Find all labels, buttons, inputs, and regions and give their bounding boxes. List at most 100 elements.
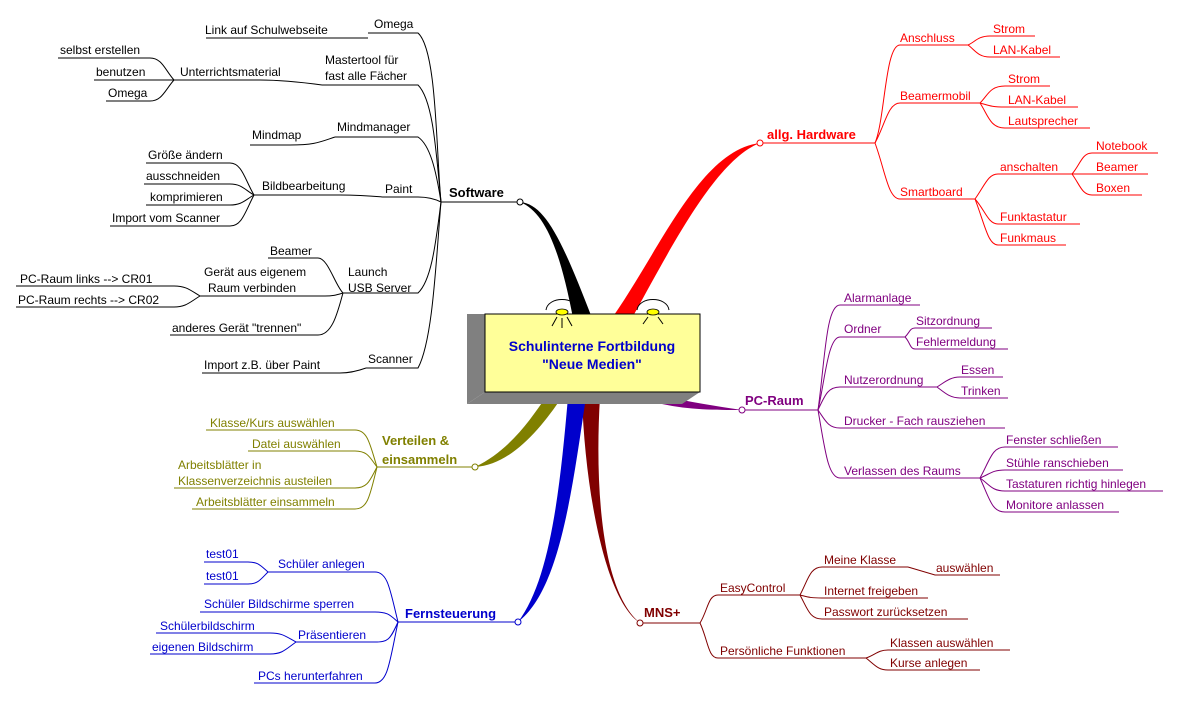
node-benutzen[interactable]: benutzen (96, 65, 145, 79)
node-import-scanner[interactable]: Import vom Scanner (112, 211, 220, 225)
fern-node-dot (514, 618, 522, 626)
node-import-paint[interactable]: Import z.B. über Paint (204, 358, 321, 372)
center-shadow-left (467, 314, 485, 404)
node-bildbearbeitung[interactable]: Bildbearbeitung (262, 179, 345, 193)
node-mastertool-2[interactable]: fast alle Fächer (325, 69, 407, 83)
node-notebook[interactable]: Notebook (1096, 139, 1148, 153)
node-fehlermeldung[interactable]: Fehlermeldung (916, 335, 996, 349)
pcraum-node-dot (738, 406, 746, 414)
node-pc-raum-links[interactable]: PC-Raum links --> CR01 (20, 272, 153, 286)
node-pc-raum-rechts[interactable]: PC-Raum rechts --> CR02 (18, 293, 159, 307)
node-funktastatur[interactable]: Funktastatur (1000, 210, 1067, 224)
node-test01-b[interactable]: test01 (206, 569, 239, 583)
node-pcs-herunterfahren[interactable]: PCs herunterfahren (258, 669, 363, 683)
fern-connector (518, 397, 586, 622)
node-beamer-launch[interactable]: Beamer (270, 244, 312, 258)
center-shadow-bottom (467, 392, 700, 404)
node-ordner[interactable]: Ordner (844, 322, 881, 336)
node-klasse-kurs-auswaehlen[interactable]: Klasse/Kurs auswählen (210, 416, 335, 430)
node-geraet-verbinden-2[interactable]: Raum verbinden (208, 281, 296, 295)
branch-software[interactable]: Software (449, 185, 504, 200)
verteilen-connector (475, 397, 562, 467)
node-beamer-smartboard[interactable]: Beamer (1096, 160, 1138, 174)
center-box (484, 313, 701, 393)
pcraum-connector (662, 396, 742, 410)
node-trinken[interactable]: Trinken (961, 384, 1001, 398)
node-anschalten[interactable]: anschalten (1000, 160, 1058, 174)
mns-node-dot (636, 619, 644, 627)
node-smartboard[interactable]: Smartboard (900, 185, 963, 199)
node-persoenliche-funktionen[interactable]: Persönliche Funktionen (720, 644, 845, 658)
node-auswaehlen[interactable]: auswählen (936, 561, 993, 575)
node-eigenen-bildschirm[interactable]: eigenen Bildschirm (152, 640, 253, 654)
node-launch-2[interactable]: USB Server (348, 281, 411, 295)
node-omega[interactable]: Omega (374, 17, 414, 31)
node-schuelerbildschirm[interactable]: Schülerbildschirm (160, 619, 255, 633)
node-schueler-anlegen[interactable]: Schüler anlegen (278, 557, 365, 571)
node-ausschneiden[interactable]: ausschneiden (146, 169, 220, 183)
node-scanner[interactable]: Scanner (368, 352, 413, 366)
node-komprimieren[interactable]: komprimieren (150, 190, 223, 204)
node-lan-kabel-anschluss[interactable]: LAN-Kabel (993, 43, 1051, 57)
node-geraet-trennen[interactable]: anderes Gerät "trennen" (172, 321, 301, 335)
node-nutzerordnung[interactable]: Nutzerordnung (844, 373, 923, 387)
node-sitzordnung[interactable]: Sitzordnung (916, 314, 980, 328)
node-test01-a[interactable]: test01 (206, 547, 239, 561)
node-mastertool-1[interactable]: Mastertool für (325, 53, 398, 67)
node-essen[interactable]: Essen (961, 363, 994, 377)
node-link-schulwebseite[interactable]: Link auf Schulwebseite (205, 23, 328, 37)
branch-allg-hardware[interactable]: allg. Hardware (767, 127, 856, 142)
node-meine-klasse[interactable]: Meine Klasse (824, 553, 896, 567)
node-mindmap[interactable]: Mindmap (252, 128, 302, 142)
node-mindmanager[interactable]: Mindmanager (337, 120, 410, 134)
node-groesse-aendern[interactable]: Größe ändern (148, 148, 223, 162)
node-stuehle-ranschieben[interactable]: Stühle ranschieben (1006, 456, 1109, 470)
central-topic[interactable]: Schulinterne Fortbildung "Neue Medien" (467, 313, 701, 404)
branch-verteilen-2[interactable]: einsammeln (382, 452, 457, 467)
node-selbst-erstellen[interactable]: selbst erstellen (60, 43, 140, 57)
fern-branch (150, 561, 518, 684)
node-easycontrol[interactable]: EasyControl (720, 581, 785, 595)
node-tastaturen-hinlegen[interactable]: Tastaturen richtig hinlegen (1006, 477, 1146, 491)
branch-fernsteuerung[interactable]: Fernsteuerung (405, 606, 496, 621)
node-kurse-anlegen[interactable]: Kurse anlegen (890, 656, 967, 670)
software-connector (520, 202, 592, 318)
node-arbeitsblaetter-einsammeln[interactable]: Arbeitsblätter einsammeln (196, 495, 335, 509)
verteilen-branch (174, 429, 475, 510)
branch-pc-raum[interactable]: PC-Raum (745, 393, 804, 408)
node-arbeitsblaetter-austeilen-1[interactable]: Arbeitsblätter in (178, 458, 261, 472)
node-lautsprecher[interactable]: Lautsprecher (1008, 114, 1078, 128)
node-passwort-zuruecksetzen[interactable]: Passwort zurücksetzen (824, 605, 947, 619)
node-paint[interactable]: Paint (385, 182, 413, 196)
node-funkmaus[interactable]: Funkmaus (1000, 231, 1056, 245)
node-strom-beamermobil[interactable]: Strom (1008, 72, 1040, 86)
node-klassen-auswaehlen[interactable]: Klassen auswählen (890, 636, 993, 650)
node-praesentieren[interactable]: Präsentieren (298, 628, 366, 642)
node-unterrichtsmaterial[interactable]: Unterrichtsmaterial (180, 65, 281, 79)
node-beamermobil[interactable]: Beamermobil (900, 89, 971, 103)
node-internet-freigeben[interactable]: Internet freigeben (824, 584, 918, 598)
branch-verteilen-1[interactable]: Verteilen & (382, 433, 449, 448)
hardware-branch (760, 35, 1158, 246)
node-boxen[interactable]: Boxen (1096, 181, 1130, 195)
node-strom-anschluss[interactable]: Strom (993, 22, 1025, 36)
lamp-icon (545, 299, 579, 328)
node-omega-material[interactable]: Omega (108, 86, 148, 100)
node-lan-kabel-beamermobil[interactable]: LAN-Kabel (1008, 93, 1066, 107)
node-anschluss[interactable]: Anschluss (900, 31, 955, 45)
node-bildschirme-sperren[interactable]: Schüler Bildschirme sperren (204, 597, 354, 611)
node-drucker[interactable]: Drucker - Fach rausziehen (844, 414, 985, 428)
node-alarmanlage[interactable]: Alarmanlage (844, 291, 912, 305)
branch-mns-plus[interactable]: MNS+ (644, 605, 681, 620)
node-geraet-verbinden-1[interactable]: Gerät aus eigenem (204, 265, 306, 279)
center-title-line1: Schulinterne Fortbildung (509, 338, 675, 354)
node-monitore-anlassen[interactable]: Monitore anlassen (1006, 498, 1104, 512)
node-verlassen-raum[interactable]: Verlassen des Raums (844, 464, 961, 478)
node-fenster-schliessen[interactable]: Fenster schließen (1006, 433, 1101, 447)
pcraum-branch (742, 304, 1163, 513)
hardware-connector (612, 143, 760, 318)
node-launch-1[interactable]: Launch (348, 265, 387, 279)
mns-branch (640, 566, 1010, 671)
node-arbeitsblaetter-austeilen-2[interactable]: Klassenverzeichnis austeilen (178, 474, 332, 488)
node-datei-auswaehlen[interactable]: Datei auswählen (252, 437, 341, 451)
